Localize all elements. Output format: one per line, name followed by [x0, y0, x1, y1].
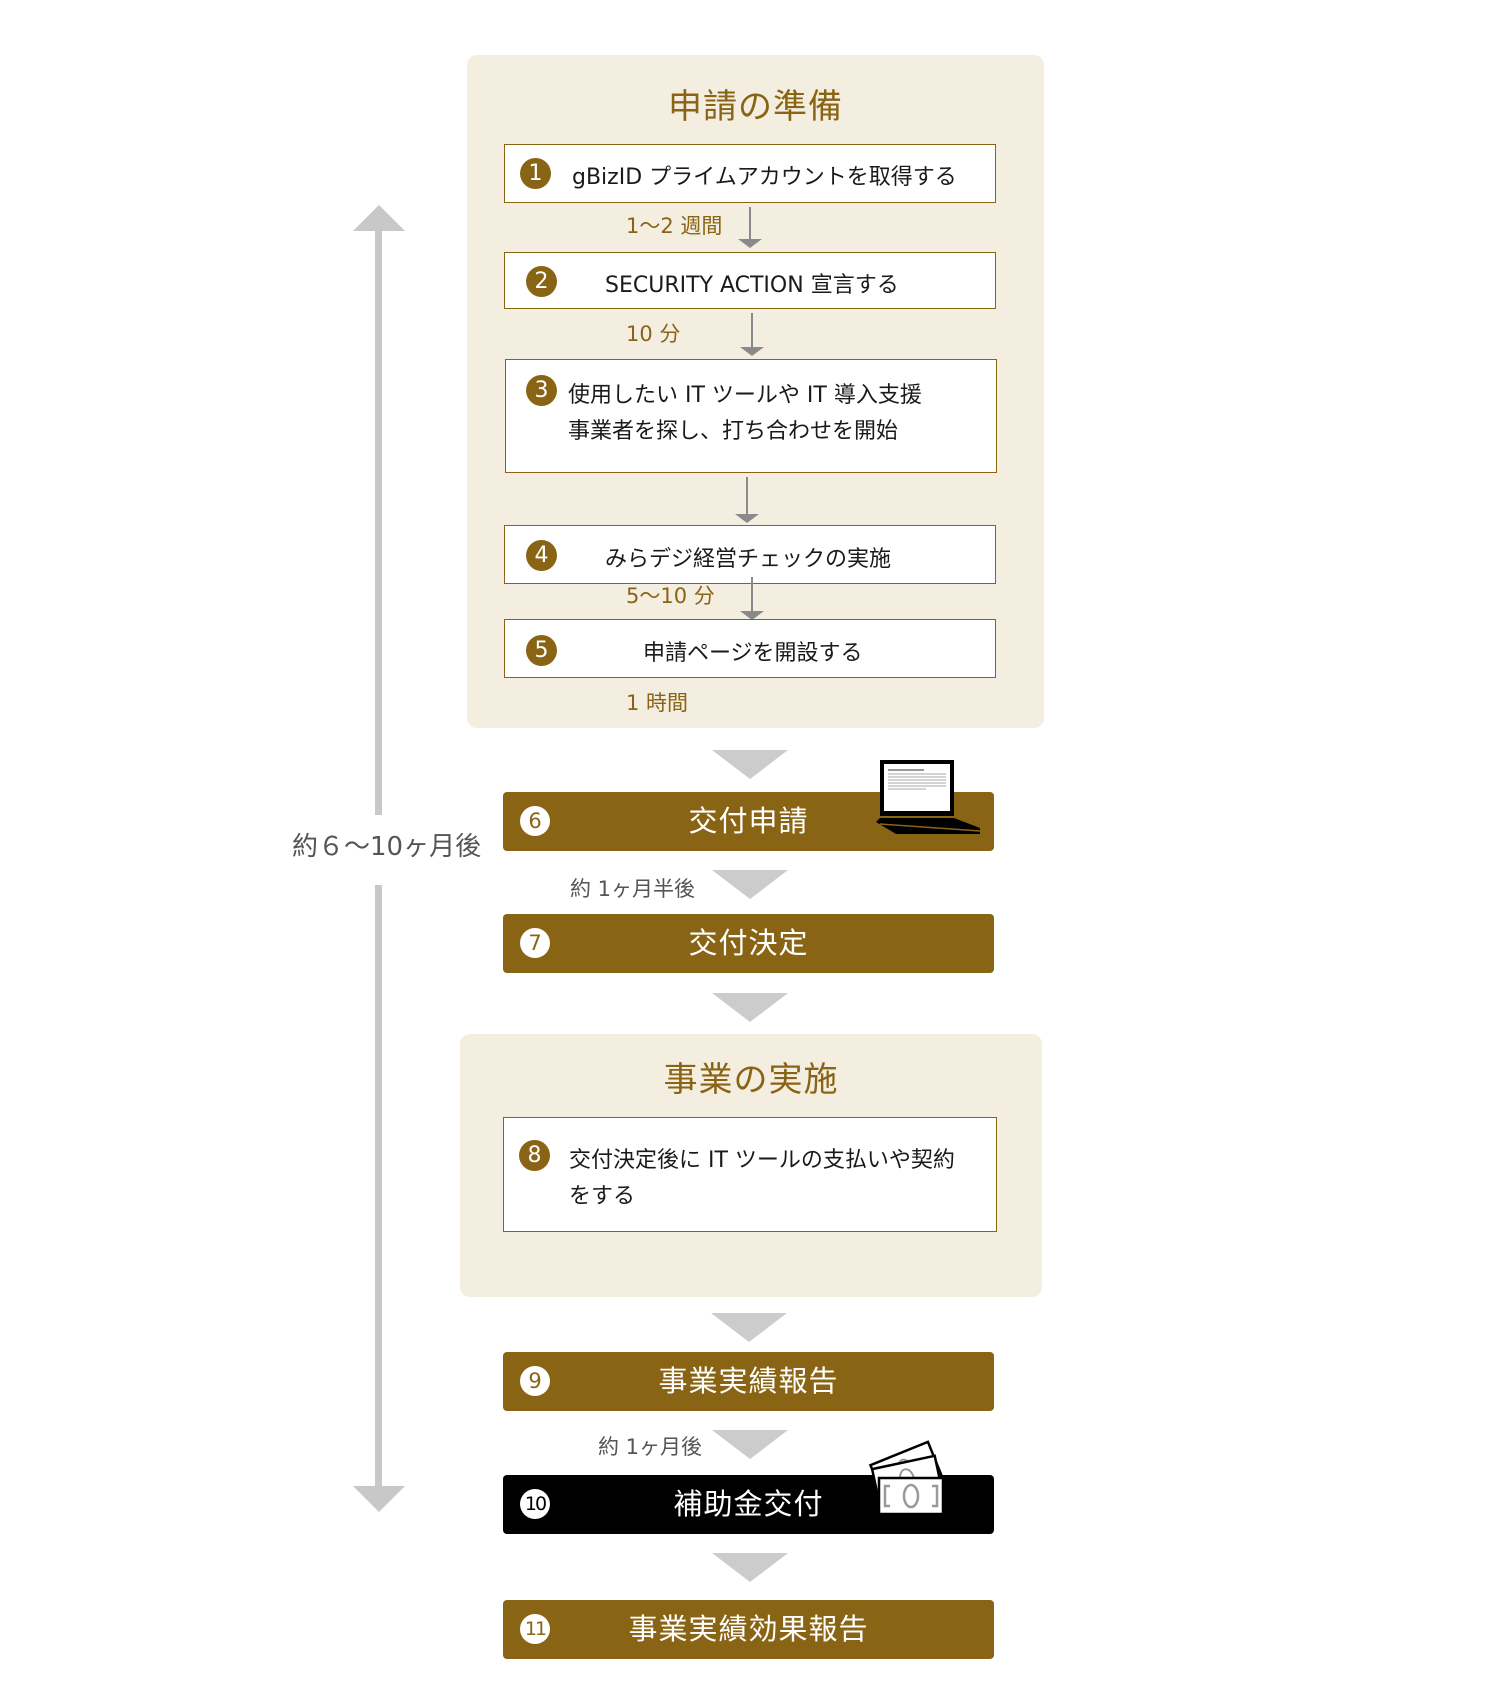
laptop-icon [876, 760, 981, 834]
small-arrow-down-icon [740, 313, 764, 356]
step-3-box: 3 使用したい IT ツールや IT 導入支援 事業者を探し、打ち合わせを開始 [505, 359, 997, 473]
flow-arrow-down-icon [712, 1430, 788, 1459]
flow-arrow-down-icon [712, 750, 788, 779]
timeline-shaft-bottom [375, 885, 382, 1488]
step-7-label: 交付決定 [688, 926, 809, 960]
step-1-text: gBizID プライムアカウントを取得する [572, 165, 957, 190]
flow-arrow-down-icon [712, 1553, 788, 1582]
timeline-arrow-down-icon [353, 1486, 405, 1512]
step-badge: 3 [526, 375, 557, 406]
small-arrow-down-icon [738, 207, 762, 248]
step-badge: 2 [526, 266, 557, 297]
step-8-box: 8 交付決定後に IT ツールの支払いや契約 をする [503, 1117, 997, 1232]
flow-arrow-down-icon [712, 870, 788, 899]
step-badge: 9 [520, 1366, 550, 1396]
timeline-shaft-top [375, 229, 382, 815]
impl-title: 事業の実施 [663, 1060, 839, 1100]
step-badge: 5 [526, 635, 557, 666]
step-badge: 1 [520, 158, 551, 189]
step-11-bar: 11 事業実績効果報告 [503, 1600, 994, 1659]
duration-2-3: 10 分 [626, 322, 681, 346]
step-10-label: 補助金交付 [673, 1487, 824, 1521]
duration-5-6: 1 時間 [626, 691, 689, 715]
step-badge: 4 [526, 540, 557, 571]
duration-4-5: 5〜10 分 [626, 584, 715, 608]
step-5-text: 申請ページを開設する [643, 641, 863, 666]
prep-title: 申請の準備 [668, 87, 843, 127]
step-badge: 11 [520, 1614, 550, 1644]
step-1-box: 1 gBizID プライムアカウントを取得する [504, 144, 996, 203]
step-8-text-line1: 交付決定後に IT ツールの支払いや契約 [569, 1148, 955, 1173]
step-3-text-line2: 事業者を探し、打ち合わせを開始 [568, 419, 899, 444]
note-9-10: 約 1ヶ月後 [598, 1435, 703, 1459]
small-arrow-down-icon [735, 477, 759, 523]
step-badge: 10 [520, 1489, 550, 1519]
duration-1-2: 1〜2 週間 [626, 214, 723, 238]
money-bills-icon [868, 1440, 945, 1516]
step-6-label: 交付申請 [688, 804, 809, 838]
step-4-box: 4 みらデジ経営チェックの実施 [504, 525, 996, 584]
step-3-text-line1: 使用したい IT ツールや IT 導入支援 [568, 383, 922, 408]
step-8-text-line2: をする [569, 1184, 636, 1209]
timeline-label: 約６〜10ヶ月後 [292, 832, 482, 862]
note-6-7: 約 1ヶ月半後 [570, 877, 696, 901]
step-4-text: みらデジ経営チェックの実施 [605, 547, 892, 572]
step-7-bar: 7 交付決定 [503, 914, 994, 973]
step-2-box: 2 SECURITY ACTION 宣言する [504, 252, 996, 309]
step-5-box: 5 申請ページを開設する [504, 619, 996, 678]
step-9-bar: 9 事業実績報告 [503, 1352, 994, 1411]
timeline-arrow-up-icon [353, 205, 405, 231]
small-arrow-down-icon [740, 577, 764, 620]
step-badge: 8 [519, 1140, 550, 1171]
step-9-label: 事業実績報告 [658, 1364, 839, 1398]
flow-arrow-down-icon [712, 993, 788, 1022]
step-2-text: SECURITY ACTION 宣言する [605, 273, 899, 298]
step-11-label: 事業実績効果報告 [628, 1612, 869, 1646]
step-badge: 7 [520, 928, 550, 958]
step-badge: 6 [520, 806, 550, 836]
flow-arrow-down-icon [711, 1313, 787, 1342]
